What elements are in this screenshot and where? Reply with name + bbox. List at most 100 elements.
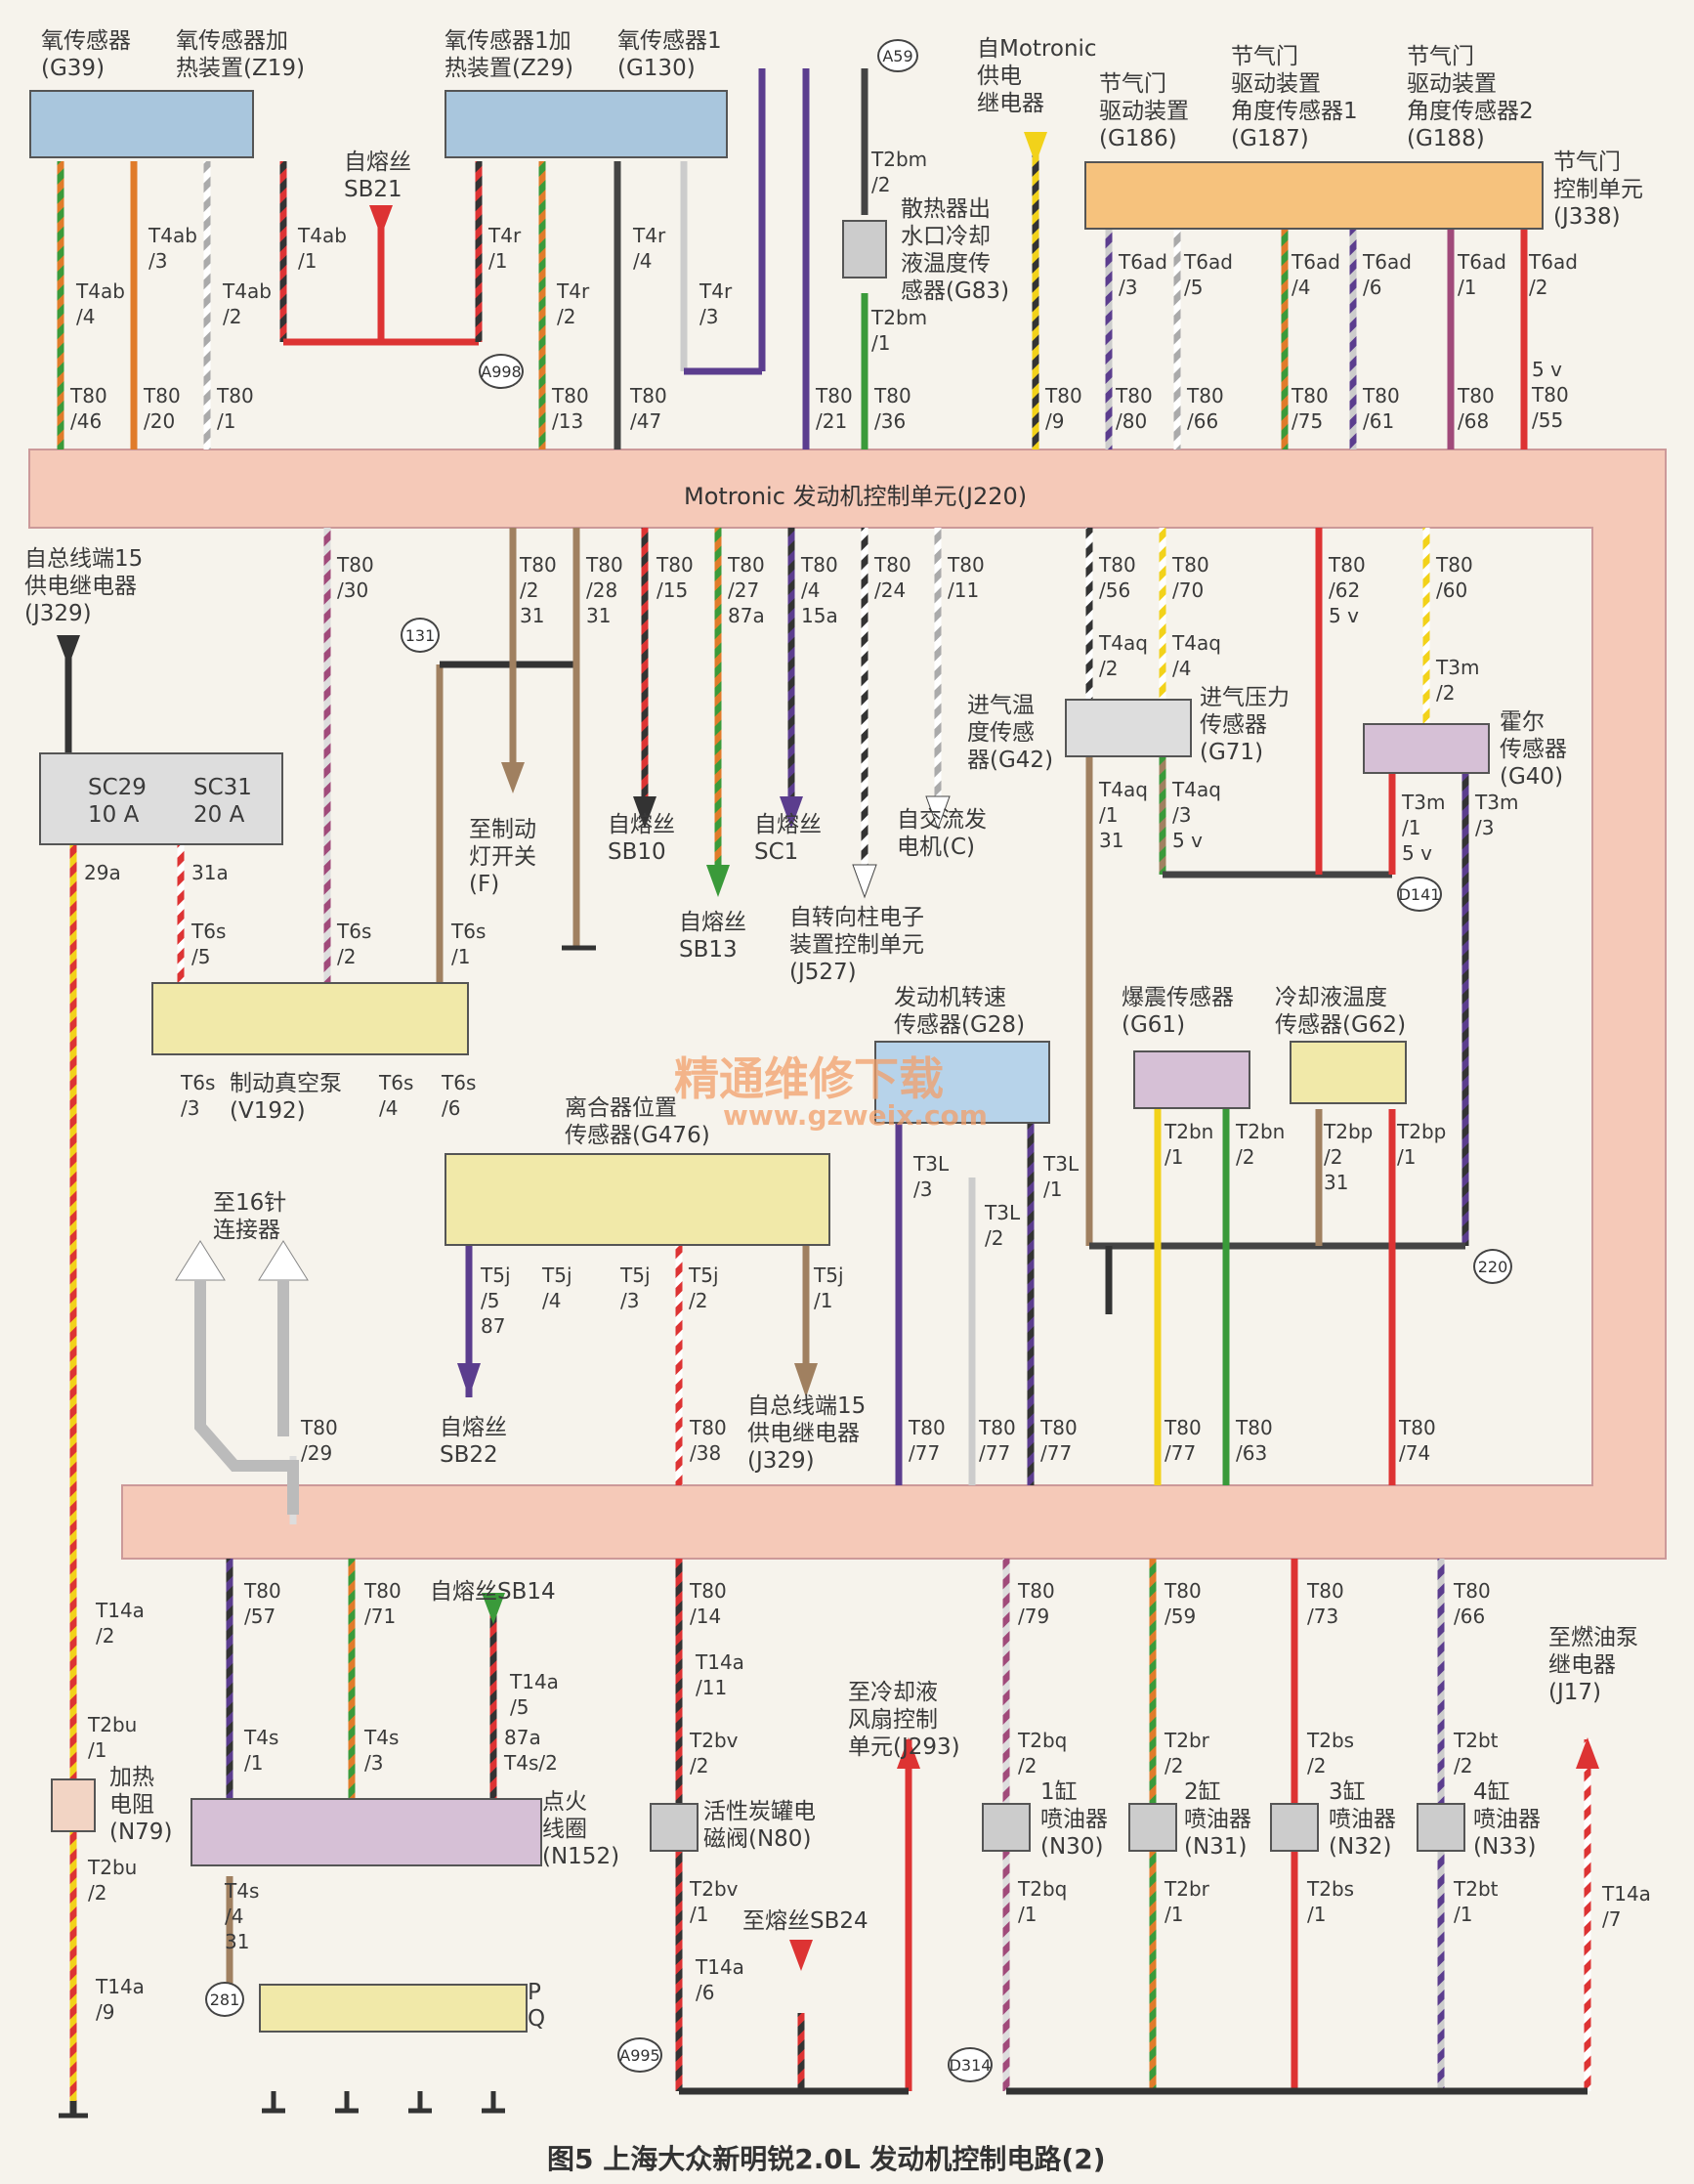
pin-label: T2bu /1 <box>88 1713 138 1762</box>
label-sb10: 自熔丝 SB10 <box>608 812 675 865</box>
pin-label: T80 /20 <box>144 384 181 433</box>
pin-label: T80 /56 <box>1099 553 1136 602</box>
node-281: 281 <box>205 1982 244 2017</box>
pin-label: T80 /79 <box>1018 1579 1055 1628</box>
pin-label: T4r /2 <box>557 279 590 328</box>
label-g476: 离合器位置 传感器(G476) <box>565 1095 710 1148</box>
pin-label: T80 /15 <box>656 553 694 602</box>
pin-label: T4aq /3 5 v <box>1172 778 1221 852</box>
pin-label: T2bs /2 <box>1307 1729 1355 1777</box>
label-z19: 氧传感器加 热装置(Z19) <box>176 28 305 81</box>
pin-label: T80 /30 <box>337 553 374 602</box>
pin-label: T4s /4 31 <box>225 1879 260 1953</box>
g61-sensor-box <box>1133 1050 1250 1109</box>
pin-label: T80 /36 <box>874 384 911 433</box>
pin-label: T5j /4 <box>542 1263 572 1312</box>
pin-label: T4s /3 <box>364 1726 400 1775</box>
pin-label: T80 /24 <box>874 553 911 602</box>
pin-label: 5 v T80 /55 <box>1532 358 1569 432</box>
label-v192: 制动真空泵 (V192) <box>230 1071 342 1124</box>
pin-label: T80 /77 <box>979 1416 1016 1465</box>
pin-label: T2bm /1 <box>871 306 928 355</box>
pin-label: T80 /61 <box>1363 384 1400 433</box>
label-n152: 点火 线圈 (N152) <box>542 1789 620 1869</box>
pin-label: T5j /5 87 <box>481 1263 511 1338</box>
pin-label: T80 /38 <box>690 1416 727 1465</box>
pin-label: T80 /13 <box>552 384 589 433</box>
pin-label: T3L /2 <box>985 1201 1021 1250</box>
pin-label: T6ad /1 <box>1458 250 1506 299</box>
pin-label: T2bn /2 <box>1236 1120 1286 1169</box>
pin-label: T5j /3 <box>620 1263 651 1312</box>
label-g42: 进气温 度传感 器(G42) <box>967 693 1054 773</box>
pin-label: T2bt /2 <box>1454 1729 1499 1777</box>
pin-label: T80 /66 <box>1454 1579 1491 1628</box>
label-conn16: 至16针 连接器 <box>213 1190 287 1243</box>
label-g186: 节气门 驱动装置 (G186) <box>1099 71 1189 151</box>
label-g71: 进气压力 传感器 (G71) <box>1200 685 1290 765</box>
pin-label: T4aq /1 31 <box>1099 778 1148 852</box>
pin-label: T80 /77 <box>909 1416 946 1465</box>
label-n33: 4缸 喷油器 (N33) <box>1473 1779 1541 1860</box>
pin-label: 87a T4s/2 <box>504 1726 558 1775</box>
label-alternator: 自交流发 电机(C) <box>897 807 987 860</box>
label-g130: 氧传感器1 (G130) <box>617 28 722 81</box>
label-g28: 发动机转速 传感器(G28) <box>894 985 1026 1038</box>
figure-caption: 图5 上海大众新明锐2.0L 发动机控制电路(2) <box>547 2143 1106 2175</box>
label-j338: 节气门 控制单元 (J338) <box>1553 150 1643 230</box>
pin-label: T80 /75 <box>1292 384 1329 433</box>
pin-label: T3L /3 <box>913 1152 950 1201</box>
n80-valve-box <box>650 1803 699 1852</box>
pin-label: T3L /1 <box>1043 1152 1080 1201</box>
g42-g71-box <box>1065 699 1192 757</box>
pin-label: T80 /62 5 v <box>1329 553 1366 627</box>
pin-label: T4ab /1 <box>298 224 347 273</box>
pin-label: T80 /28 31 <box>586 553 623 627</box>
pin-label: T80 /1 <box>217 384 254 433</box>
pin-label: T80 /73 <box>1307 1579 1344 1628</box>
pin-label: T80 /60 <box>1436 553 1473 602</box>
pin-label: T6ad /2 <box>1529 250 1578 299</box>
pin-label: T80 /74 <box>1399 1416 1436 1465</box>
label-brake-switch: 至制动 灯开关 (F) <box>469 817 536 897</box>
label-j17: 至燃油泵 继电器 (J17) <box>1548 1625 1638 1705</box>
label-j329-top: 自总线端15 供电继电器 (J329) <box>24 546 144 626</box>
heater-n79-box <box>51 1778 96 1832</box>
coil-terminal-q: Q <box>528 2006 546 2032</box>
label-j293: 至冷却液 风扇控制 单元(J293) <box>848 1680 960 1760</box>
pin-label: T14a /7 <box>1602 1882 1651 1931</box>
pin-label: T2bm /2 <box>871 148 928 196</box>
pin-label: T80 /4 15a <box>801 553 838 627</box>
pin-label: T4r /4 <box>633 224 666 273</box>
pin-label: T80 /66 <box>1187 384 1224 433</box>
node-a59: A59 <box>877 39 918 72</box>
pin-label: T4r /1 <box>488 224 522 273</box>
pin-label: T80 /77 <box>1040 1416 1078 1465</box>
label-n32: 3缸 喷油器 (N32) <box>1329 1779 1396 1860</box>
label-g61: 爆震传感器 (G61) <box>1122 985 1234 1038</box>
pin-label: T4s /1 <box>244 1726 279 1775</box>
pin-label: T6s /1 <box>451 920 487 968</box>
pin-label: T6ad /3 <box>1119 250 1167 299</box>
label-sb21: 自熔丝 SB21 <box>344 150 411 202</box>
pin-label: T80 /70 <box>1172 553 1209 602</box>
node-a998: A998 <box>479 354 524 389</box>
pin-label: T80 /27 87a <box>728 553 765 627</box>
fuse-box <box>39 752 283 845</box>
pin-label: T80 /29 <box>301 1416 338 1465</box>
pin-label: T80 /80 <box>1116 384 1153 433</box>
watermark-url: www.gzweix.com <box>723 1099 988 1132</box>
node-d141: D141 <box>1397 877 1442 912</box>
pin-label: T2bq /2 <box>1018 1729 1068 1777</box>
pin-label: T2bu /2 <box>88 1856 138 1905</box>
label-g188: 节气门 驱动装置 角度传感器2 (G188) <box>1407 44 1534 151</box>
label-j329-mid: 自总线端15 供电继电器 (J329) <box>747 1393 867 1474</box>
n31-injector-box <box>1128 1803 1177 1852</box>
pin-label: 31a <box>191 861 229 884</box>
g83-sensor-box <box>842 220 887 278</box>
pin-label: T4aq /4 <box>1172 631 1221 680</box>
label-z29: 氧传感器1加 热装置(Z29) <box>445 28 573 81</box>
label-sb13: 自熔丝 SB13 <box>679 910 746 963</box>
o2-sensor-g39-box <box>29 90 254 158</box>
